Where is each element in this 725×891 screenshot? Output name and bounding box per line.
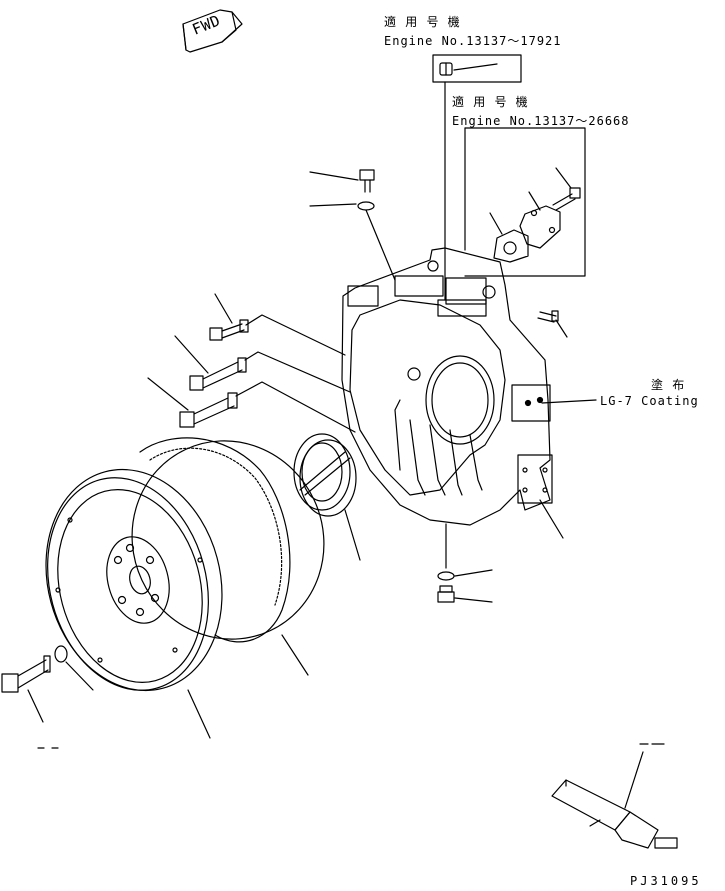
coating-jp: 塗 布 [651,378,686,392]
note-a-jp: 適 用 号 機 [384,15,461,29]
flywheel-bolt-icon [2,656,50,692]
gasket-icon [494,230,528,262]
note-a-box [433,55,521,300]
cover-plate-icon [520,206,560,248]
note-b-engine: Engine No.13137～26668 [452,114,630,128]
note-b-box [465,128,585,276]
drain-washer-icon [438,572,454,580]
plug-bolt-icon [440,63,452,75]
flywheel-washer-icon [55,646,67,662]
turning-tool-icon [552,780,677,848]
flywheel-housing [342,248,552,525]
ring-gear [100,409,357,671]
coating-text: LG-7 Coating [600,394,699,408]
top-washer-icon [358,202,374,210]
housing-bolt-1-icon [210,320,248,340]
drain-plug-icon [438,586,454,602]
housing-bolt-3-icon [180,393,237,427]
housing-bolt-2-icon [190,358,246,390]
note-a-engine: Engine No.13137～17921 [384,34,562,48]
cover-bolt-icon [553,188,580,210]
drawing-number: PJ31095 [630,874,702,888]
note-b-jp: 適 用 号 機 [452,95,529,109]
oil-seal [294,434,356,516]
dowel-pin-icon [538,311,558,322]
fwd-arrow-icon [183,10,242,52]
top-bolt-icon [360,170,374,192]
flywheel [22,450,246,711]
